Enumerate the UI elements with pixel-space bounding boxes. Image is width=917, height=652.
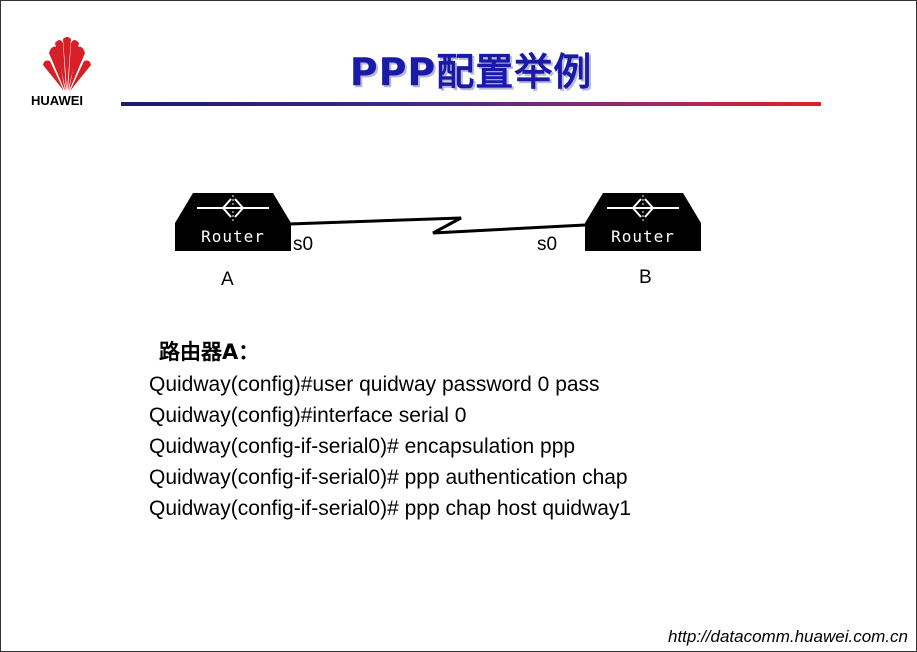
config-heading: 路由器A：	[159, 340, 260, 364]
router-a	[175, 193, 291, 223]
page-title: PPP配置举例	[349, 50, 593, 94]
config-lines: Quidway(config)#user quidway password 0 …	[149, 369, 631, 524]
config-line: Quidway(config-if-serial0)# ppp authenti…	[149, 466, 628, 489]
router-a-port: s0	[293, 234, 314, 255]
router-b-label: Router	[585, 223, 701, 251]
config-line: Quidway(config)#interface serial 0	[149, 404, 467, 427]
footer-url: http://datacomm.huawei.com.cn	[667, 627, 908, 646]
serial-link-line	[288, 216, 586, 235]
config-line: Quidway(config-if-serial0)# encapsulatio…	[149, 435, 576, 458]
router-top-icon	[585, 193, 701, 223]
router-top-icon	[175, 193, 291, 223]
huawei-logo: HUAWEI	[21, 35, 111, 115]
config-line: Quidway(config)#user quidway password 0 …	[149, 373, 600, 396]
title-divider	[121, 102, 821, 106]
logo-text: HUAWEI	[31, 93, 83, 108]
huawei-petals-icon	[43, 37, 91, 91]
network-diagram: Router s0 A Router s0 B	[161, 181, 721, 301]
serial-link	[288, 216, 586, 235]
router-a-label: Router	[175, 223, 291, 251]
router-a-name: A	[221, 269, 234, 290]
router-b-name: B	[639, 267, 652, 288]
config-line: Quidway(config-if-serial0)# ppp chap hos…	[149, 497, 632, 520]
router-b	[585, 193, 701, 223]
router-b-port: s0	[537, 234, 558, 255]
